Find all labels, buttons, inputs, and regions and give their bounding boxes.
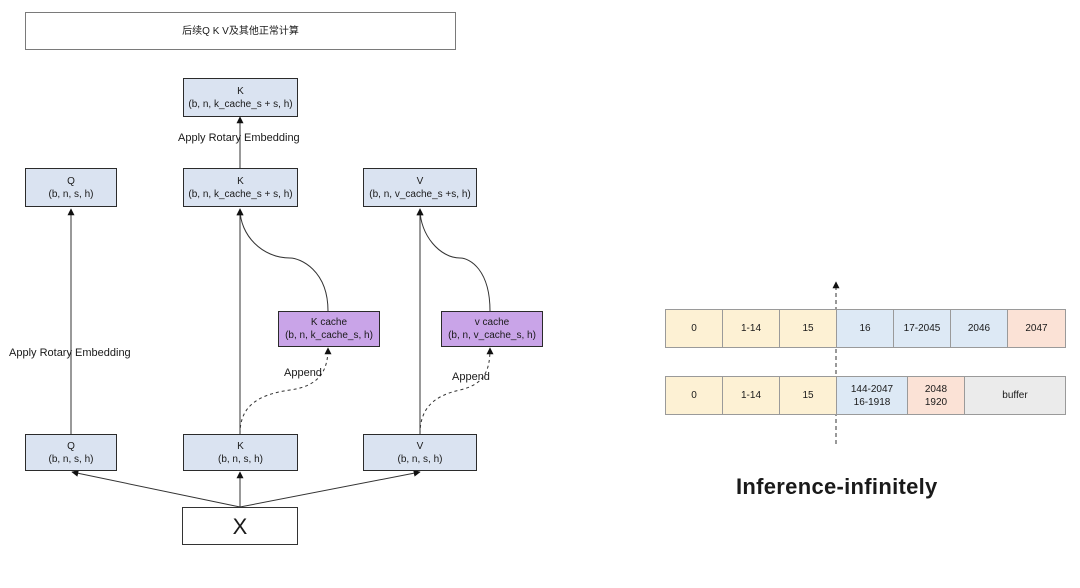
row2-cell-5: buffer — [965, 377, 1065, 414]
k-input-node: K (b, n, s, h) — [183, 434, 298, 471]
rotary-label-q: Apply Rotary Embedding — [9, 347, 131, 359]
q-rotated-node: Q (b, n, s, h) — [25, 168, 117, 207]
append-label-v: Append — [452, 371, 490, 383]
q-rotated-title: Q — [67, 175, 75, 187]
edge-append-k — [239, 347, 332, 435]
row2-cell-2-line1: 15 — [802, 390, 814, 401]
row1-cell-1: 1-14 — [723, 310, 780, 347]
k-input-title: K — [237, 440, 244, 452]
row2-cell-4-line1: 2048 — [924, 383, 948, 395]
row2-cell-0-line1: 0 — [691, 390, 697, 401]
edge-x-to-q — [71, 469, 241, 508]
row2-cell-4-line2: 1920 — [924, 396, 948, 408]
q-input-title: Q — [67, 440, 75, 452]
row1-cell-6: 2047 — [1008, 310, 1065, 347]
edge-x-to-v — [239, 469, 421, 508]
k-concat-title: K — [237, 175, 244, 187]
v-cache-shape: (b, n, v_cache_s, h) — [448, 330, 536, 341]
v-input-node: V (b, n, s, h) — [363, 434, 477, 471]
x-input-node: X — [182, 507, 298, 545]
row2-cell-0: 0 — [666, 377, 723, 414]
k-cache-title: K cache — [310, 317, 348, 328]
sequence-row-1: 0 1-14 15 16 17-2045 2046 2047 — [665, 309, 1066, 348]
q-input-node: Q (b, n, s, h) — [25, 434, 117, 471]
k-cache-node: K cache (b, n, k_cache_s, h) — [278, 311, 380, 347]
k-concat-node: K (b, n, k_cache_s + s, h) — [183, 168, 298, 207]
row2-cell-3-line1: 144-2047 — [850, 383, 894, 395]
next-computation-box: 后续Q K V及其他正常计算 — [25, 12, 456, 50]
x-input-label: X — [232, 513, 248, 539]
v-input-shape: (b, n, s, h) — [397, 453, 443, 465]
k-input-shape: (b, n, s, h) — [217, 453, 263, 465]
row2-cell-2: 15 — [780, 377, 837, 414]
k-concat-shape: (b, n, k_cache_s + s, h) — [188, 188, 293, 200]
v-input-title: V — [416, 440, 424, 452]
row1-cell-4: 17-2045 — [894, 310, 951, 347]
q-rotated-shape: (b, n, s, h) — [48, 188, 94, 200]
k-cache-shape: (b, n, k_cache_s, h) — [285, 330, 373, 341]
edge-append-v — [419, 347, 494, 435]
row1-cell-0: 0 — [666, 310, 723, 347]
rotary-label-k: Apply Rotary Embedding — [178, 132, 300, 144]
append-label-k: Append — [284, 367, 322, 379]
v-cache-title: v cache — [474, 317, 510, 328]
row1-cell-5: 2046 — [951, 310, 1008, 347]
v-concat-node: V (b, n, v_cache_s +s, h) — [363, 168, 477, 207]
next-computation-label: 后续Q K V及其他正常计算 — [182, 25, 299, 37]
sequence-title: Inference-infinitely — [736, 474, 938, 499]
row2-cell-1-line1: 1-14 — [740, 390, 761, 401]
edge-vcache-to-concat — [416, 208, 491, 312]
row1-cell-3: 16 — [837, 310, 894, 347]
row2-cell-5-line1: buffer — [1002, 390, 1028, 401]
v-concat-title: V — [416, 175, 424, 187]
v-concat-shape: (b, n, v_cache_s +s, h) — [369, 188, 471, 200]
q-input-shape: (b, n, s, h) — [48, 453, 94, 465]
row2-cell-3-line2: 16-1918 — [853, 396, 891, 408]
k-rotated-shape: (b, n, k_cache_s + s, h) — [188, 98, 293, 110]
edge-kcache-to-concat — [236, 208, 329, 312]
k-rotated-title: K — [237, 85, 244, 97]
row2-cell-1: 1-14 — [723, 377, 780, 414]
k-rotated-node: K (b, n, k_cache_s + s, h) — [183, 78, 298, 117]
row1-cell-2: 15 — [780, 310, 837, 347]
v-cache-node: v cache (b, n, v_cache_s, h) — [441, 311, 543, 347]
